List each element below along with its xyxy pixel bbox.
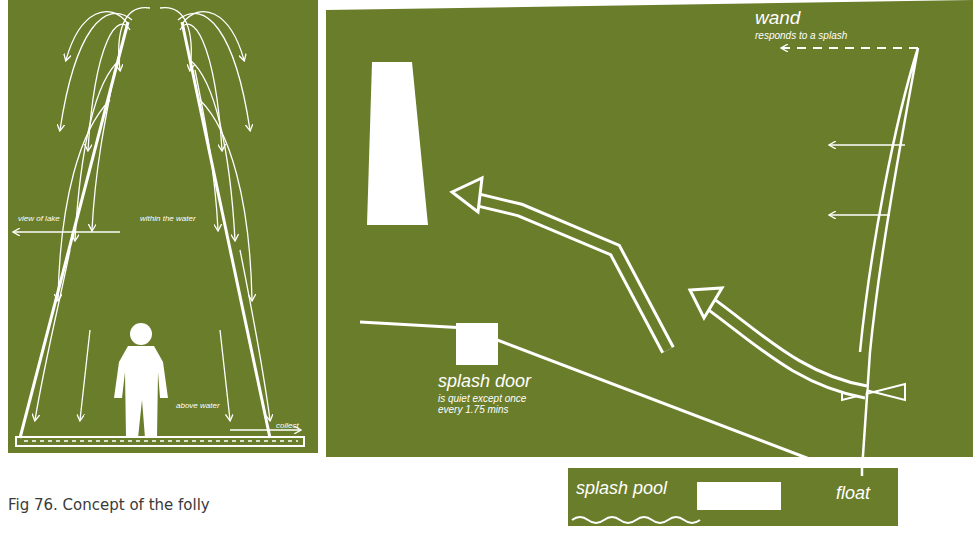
person-silhouette	[114, 323, 168, 438]
collect-label: collect	[276, 422, 299, 431]
float-label: float	[836, 484, 870, 504]
folly-elevation	[360, 48, 930, 505]
flow-arrows	[452, 178, 866, 392]
figure-caption: Fig 76. Concept of the folly	[8, 496, 210, 514]
view-label: view of lake	[18, 215, 60, 224]
left-panel	[8, 0, 318, 453]
zone-label: within the water	[140, 215, 196, 224]
wand-title: wand	[755, 8, 800, 29]
folly-section	[14, 8, 304, 446]
wand-note: responds to a splash	[755, 30, 847, 41]
zone-label: above water	[176, 402, 220, 411]
door-note: is quiet except once every 1.75 mins	[438, 393, 542, 415]
door-title: splash door	[438, 372, 531, 392]
